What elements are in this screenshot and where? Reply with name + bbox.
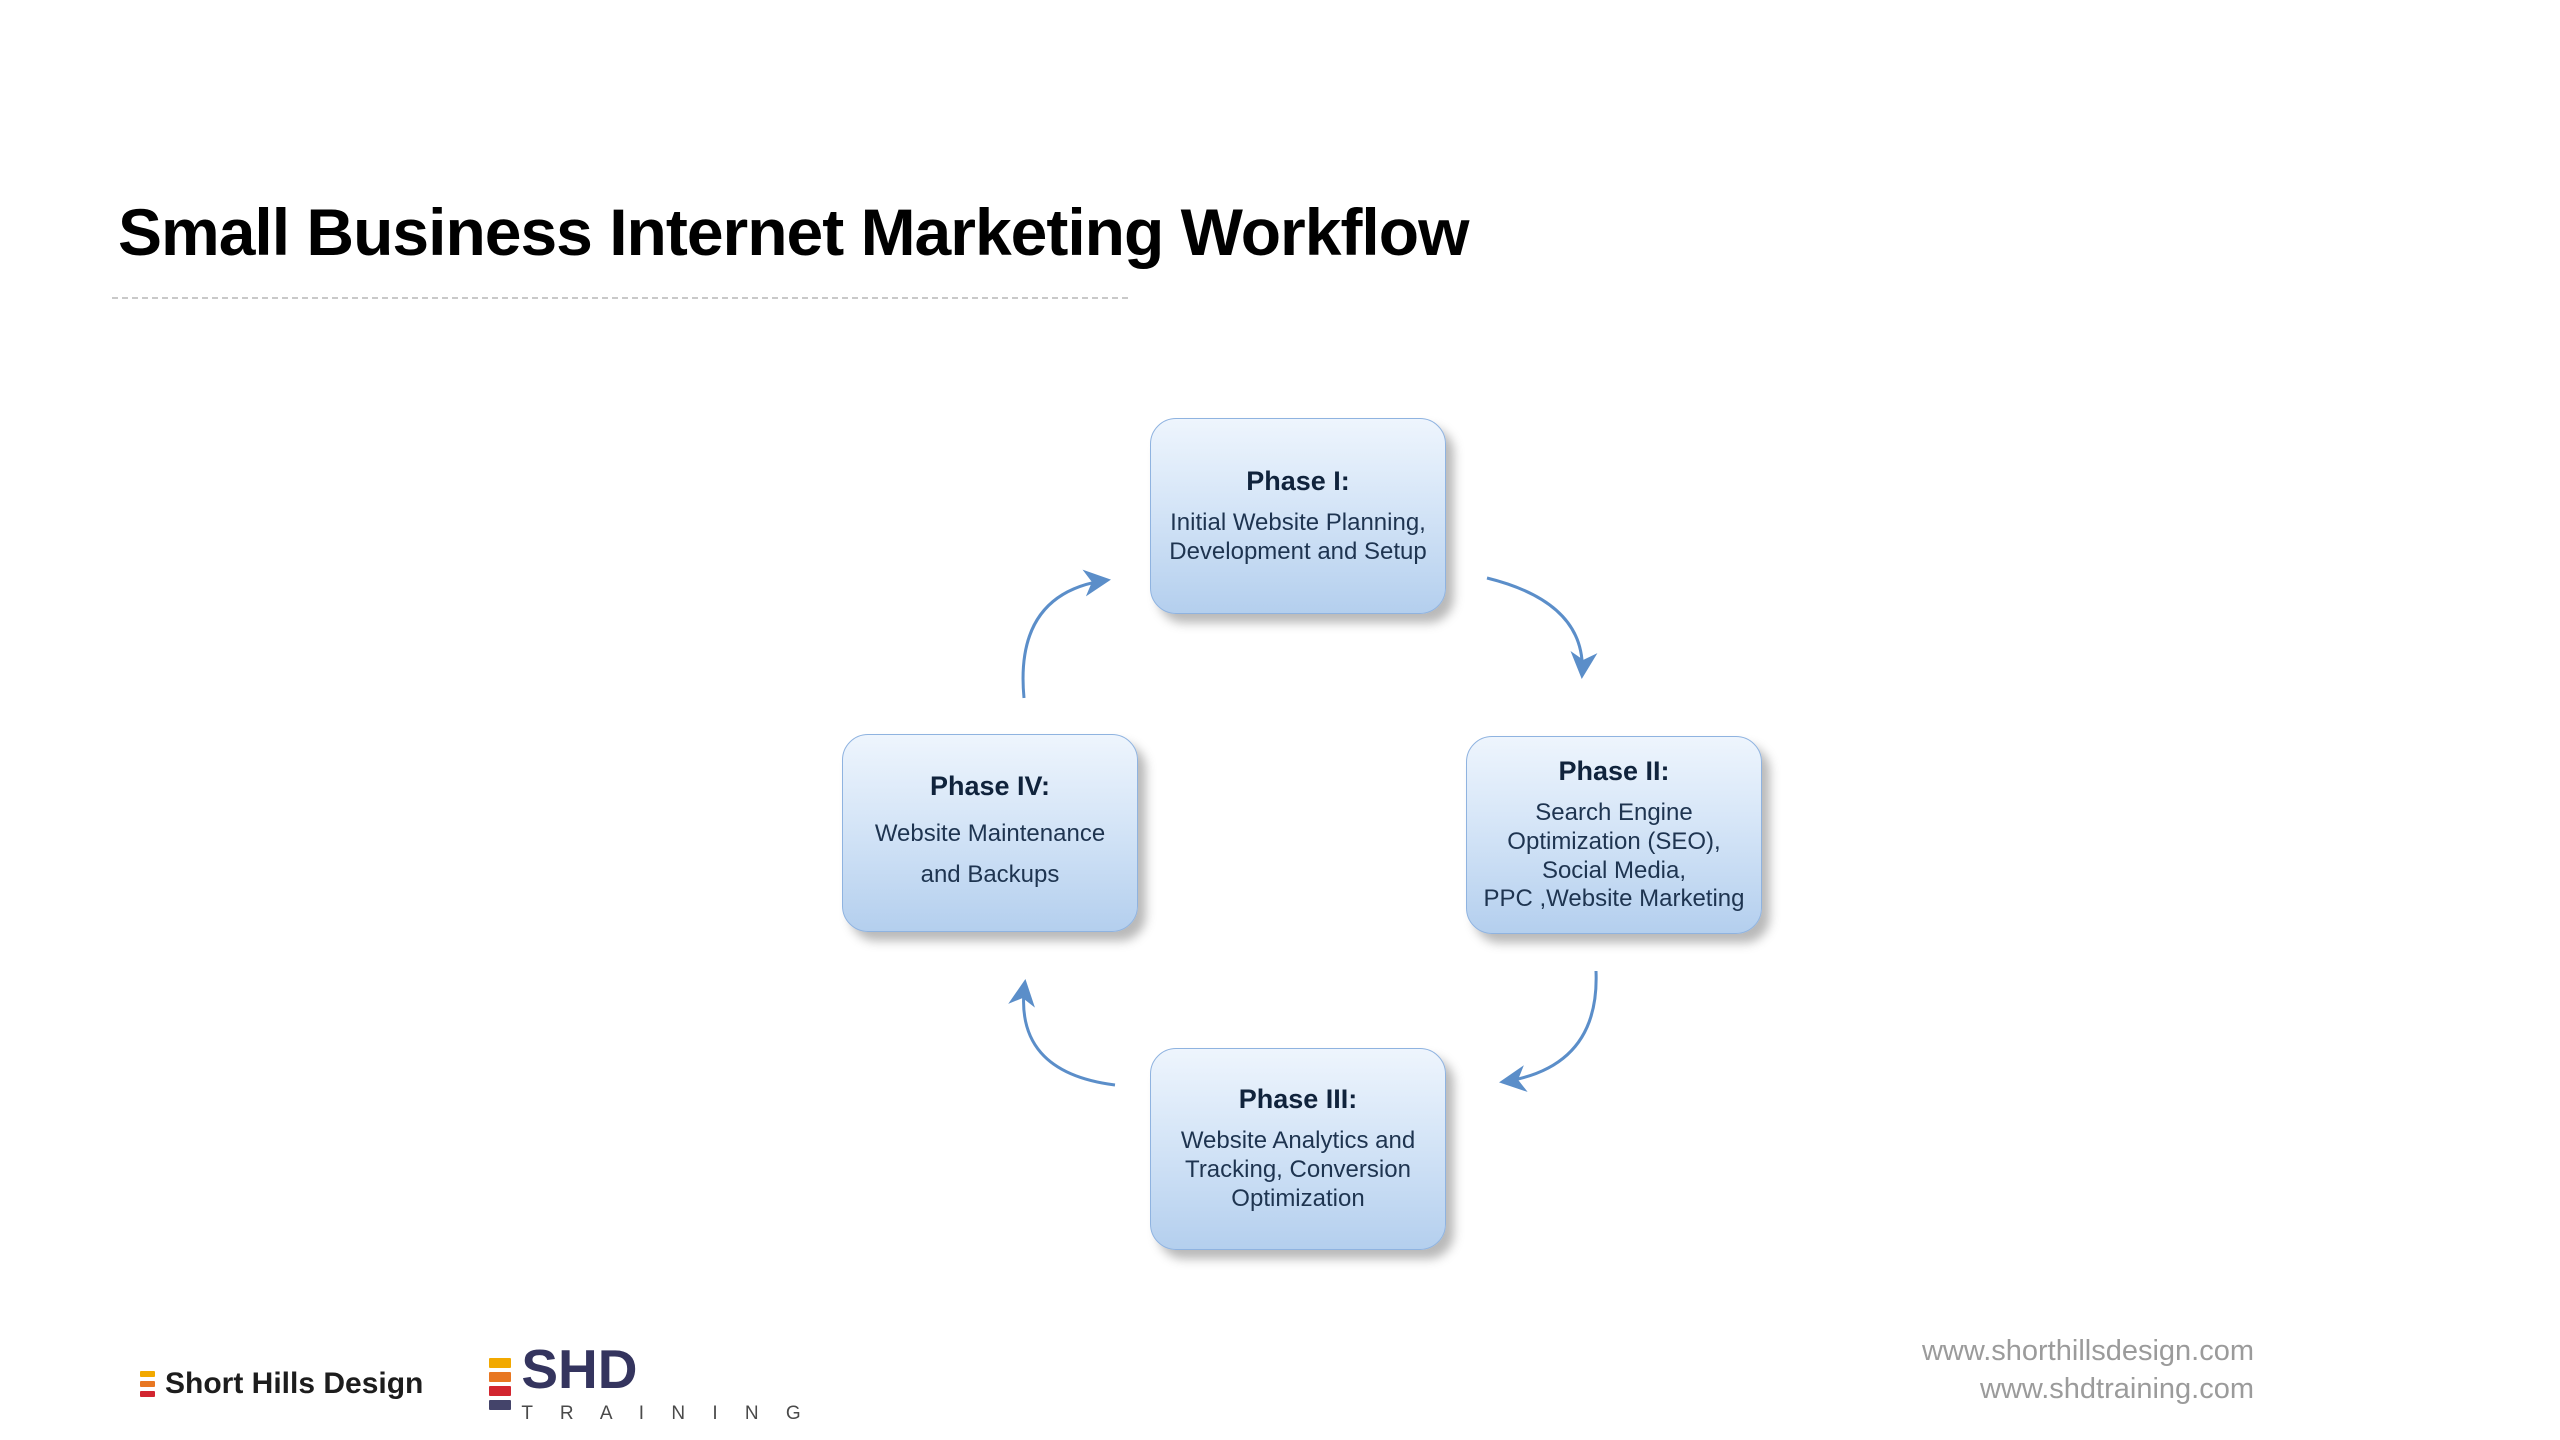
phase-1-box: Phase I: Initial Website Planning, Devel… (1150, 418, 1446, 614)
phase-3-box: Phase III: Website Analytics and Trackin… (1150, 1048, 1446, 1250)
url-shdtraining: www.shdtraining.com (1980, 1373, 2254, 1405)
phase-4-box: Phase IV: Website Maintenance and Backup… (842, 734, 1138, 932)
phase-4-title: Phase IV: (929, 770, 1051, 801)
phase-3-body: Website Analytics and Tracking, Conversi… (1180, 1127, 1416, 1212)
shd-training-bars-icon (489, 1357, 512, 1410)
footer-logos: Short Hills Design SHD T R A I N I N G (140, 1342, 812, 1425)
training-wordmark: T R A I N I N G (521, 1403, 812, 1424)
arrow-phase2-to-phase3 (1499, 970, 1598, 1092)
phase-2-title: Phase II: (1558, 755, 1670, 786)
phase-2-box: Phase II: Search Engine Optimization (SE… (1466, 736, 1762, 934)
phase-2-body: Search Engine Optimization (SEO), Social… (1483, 798, 1745, 913)
page-title: Small Business Internet Marketing Workfl… (118, 195, 1469, 270)
shd-training-logo: SHD T R A I N I N G (489, 1342, 811, 1425)
arrow-phase3-to-phase4 (1008, 979, 1116, 1087)
phase-3-title: Phase III: (1238, 1084, 1358, 1115)
phase-1-body: Initial Website Planning, Development an… (1169, 508, 1427, 565)
short-hills-design-logo: Short Hills Design (140, 1367, 423, 1401)
phase-4-body: Website Maintenance and Backups (874, 819, 1106, 888)
short-hills-design-bars-icon (140, 1370, 155, 1397)
shd-wordmark: SHD (521, 1338, 638, 1400)
arrow-phase1-to-phase2 (1486, 576, 1598, 679)
url-shorthillsdesign: www.shorthillsdesign.com (1921, 1335, 2254, 1367)
title-divider (112, 297, 1128, 299)
footer-urls: www.shorthillsdesign.com www.shdtraining… (1922, 1332, 2254, 1408)
phase-1-title: Phase I: (1246, 465, 1350, 496)
arrow-phase4-to-phase1 (1021, 569, 1111, 699)
short-hills-design-wordmark: Short Hills Design (165, 1366, 424, 1400)
